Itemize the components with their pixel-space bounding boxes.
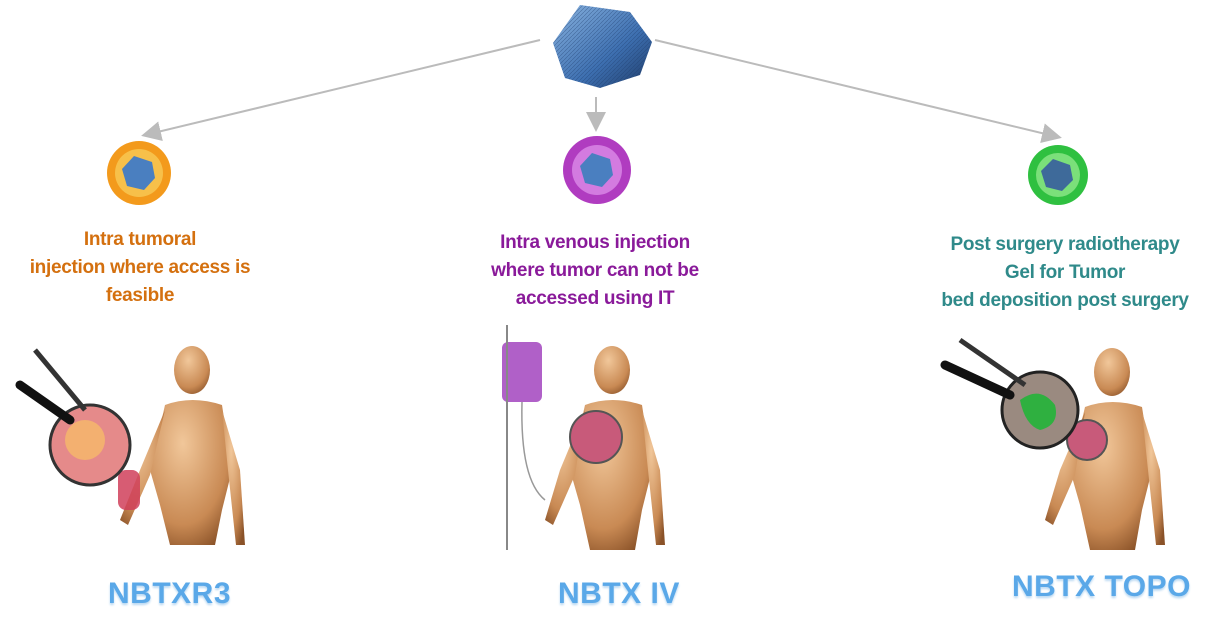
human-figure-post-surgery — [940, 337, 1165, 550]
nanoparticle-icon — [553, 5, 652, 88]
product-name-nbtx-iv: NBTX IV — [558, 577, 680, 610]
node-green-icon — [1028, 145, 1088, 205]
connector-arrows — [141, 39, 1062, 143]
syringe-icon — [33, 348, 87, 412]
human-figure-intratumoral — [15, 346, 245, 545]
description-line: Post surgery radiotherapy — [950, 234, 1180, 255]
branch-description-post-surgery: Post surgery radiotherapy Gel for Tumor … — [905, 231, 1219, 315]
description-line: Intra venous injection — [500, 232, 690, 253]
iv-bag-icon — [502, 342, 542, 402]
arrow-left — [141, 39, 541, 141]
lung-tumor-zoom-icon — [569, 410, 623, 464]
branch-description-intravenous: Intra venous injection where tumor can n… — [450, 229, 740, 313]
description-line: Intra tumoral — [83, 229, 197, 250]
description-line: bed deposition post surgery — [941, 290, 1189, 311]
description-line: Gel for Tumor — [1004, 262, 1126, 283]
node-purple-icon — [563, 136, 631, 204]
human-figure-intravenous — [502, 325, 665, 550]
product-name-nbtx-topo: NBTX TOPO — [1012, 570, 1191, 603]
arrow-right — [654, 39, 1062, 143]
tumor-highlight — [118, 470, 140, 510]
description-line: accessed using IT — [515, 288, 675, 309]
node-orange-icon — [107, 141, 171, 205]
syringe-icon — [958, 337, 1027, 388]
product-name-nbtxr3: NBTXR3 — [108, 577, 232, 610]
branch-description-intratumoral: Intra tumoral injection where access is … — [0, 226, 280, 310]
description-line: feasible — [105, 285, 175, 306]
description-line: where tumor can not be — [491, 260, 699, 281]
description-line: injection where access is — [29, 257, 251, 278]
